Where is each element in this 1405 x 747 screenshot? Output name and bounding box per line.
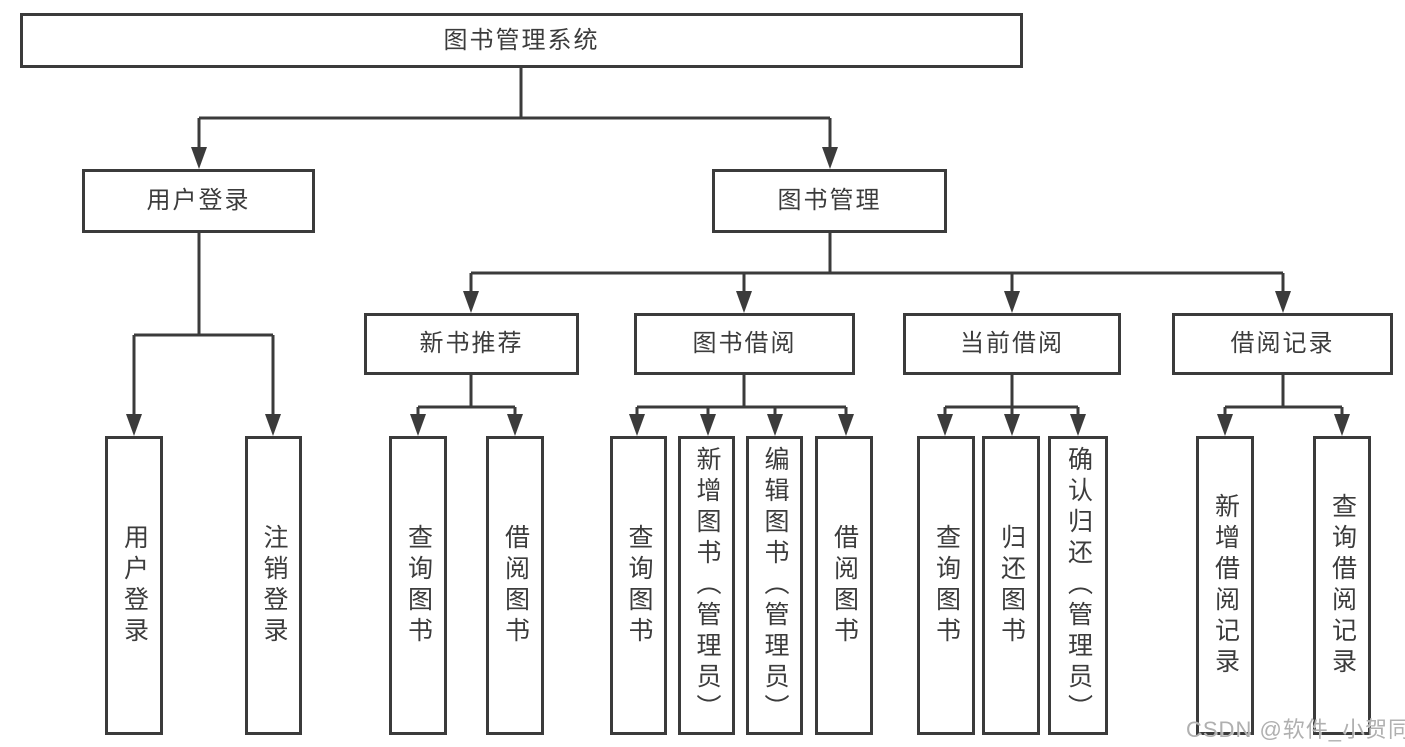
leaf-query-books-borrow: 查询图书 (610, 436, 667, 735)
node-user-login: 用户登录 (82, 169, 315, 233)
leaf-user-login: 用户登录 (105, 436, 163, 735)
leaf-add-borrow-record: 新增借阅记录 (1196, 436, 1254, 735)
node-current-borrow: 当前借阅 (903, 313, 1121, 375)
leaf-query-books-current: 查询图书 (917, 436, 975, 735)
node-new-book-recommend: 新书推荐 (364, 313, 579, 375)
watermark: CSDN @软件_小贺同学 (1186, 717, 1405, 742)
leaf-query-books-recommend: 查询图书 (389, 436, 447, 735)
node-root: 图书管理系统 (20, 13, 1023, 68)
leaf-add-book-admin: 新增图书（管理员） (678, 436, 735, 735)
leaf-return-books: 归还图书 (982, 436, 1040, 735)
leaf-borrow-books: 借阅图书 (815, 436, 873, 735)
leaf-borrow-books-recommend: 借阅图书 (486, 436, 544, 735)
node-borrow-records: 借阅记录 (1172, 313, 1393, 375)
leaf-query-borrow-record: 查询借阅记录 (1313, 436, 1371, 735)
leaf-confirm-return-admin: 确认归还（管理员） (1048, 436, 1108, 735)
leaf-edit-book-admin: 编辑图书（管理员） (746, 436, 803, 735)
node-book-borrow: 图书借阅 (634, 313, 855, 375)
node-book-management: 图书管理 (712, 169, 947, 233)
leaf-logout: 注销登录 (245, 436, 302, 735)
